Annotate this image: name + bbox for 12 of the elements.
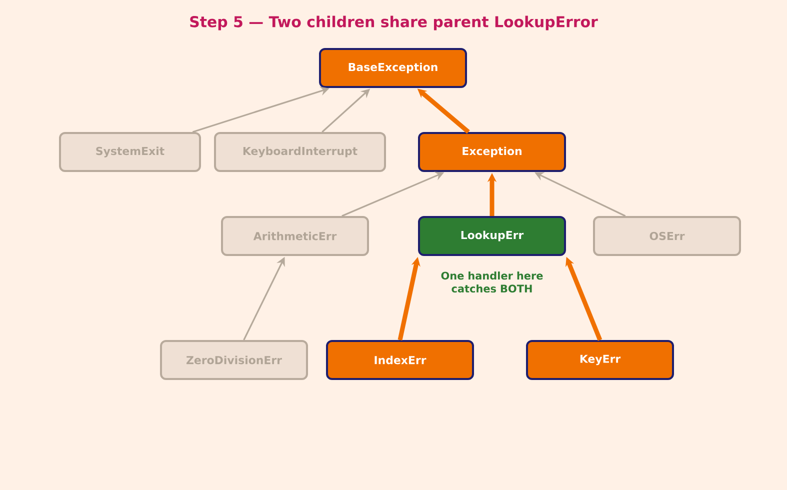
class-box: KeyErr — [526, 340, 674, 380]
class-box: IndexErr — [326, 340, 474, 380]
class-box: BaseException — [319, 48, 467, 88]
class-box: ZeroDivisionErr — [160, 340, 308, 380]
class-box: SystemExit — [59, 132, 201, 172]
class-box: ArithmeticErr — [221, 216, 369, 256]
class-box: LookupErr — [418, 216, 566, 256]
title: Step 5 — Two children share parent LookupError — [190, 16, 598, 30]
class-box: KeyboardInterrupt — [214, 132, 386, 172]
class-box: OSErr — [593, 216, 741, 256]
class-box: Exception — [418, 132, 566, 172]
annotation: One handler here catches BOTH — [441, 272, 543, 293]
